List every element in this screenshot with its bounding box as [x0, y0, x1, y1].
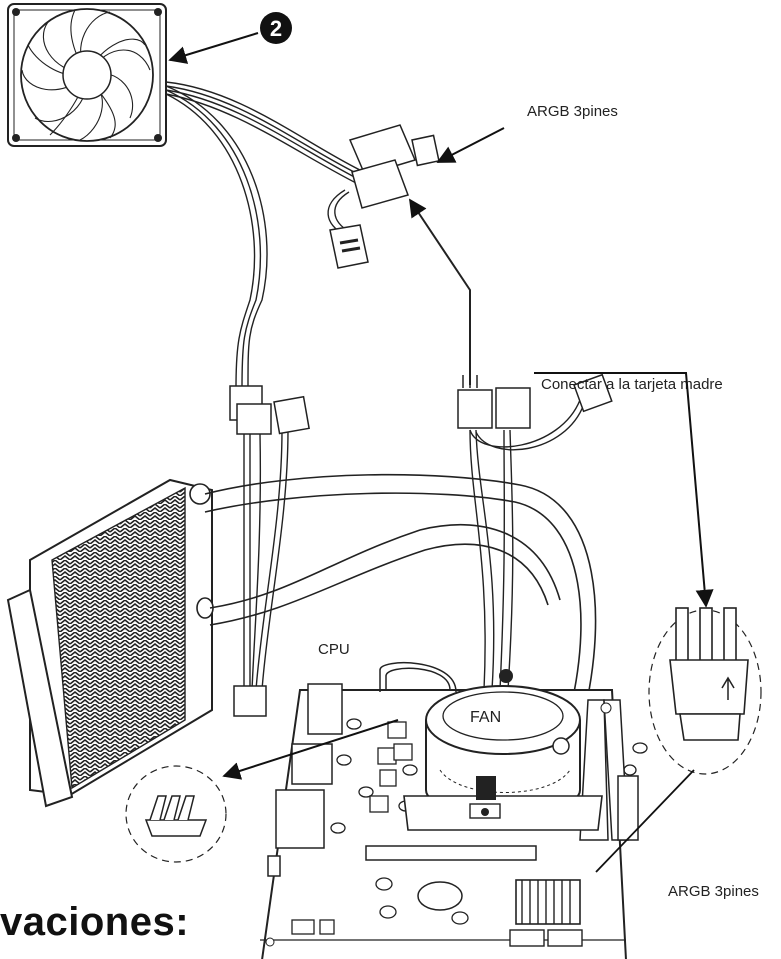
radiator: [6, 478, 214, 808]
radiator-fan-cables: [243, 429, 289, 691]
chipset-heatsink: [515, 879, 581, 925]
step-arrow: [168, 32, 259, 64]
step-number: 2: [270, 16, 282, 41]
pump-cables: [409, 198, 585, 691]
argb-bottom-label: ARGB 3pines: [668, 883, 759, 900]
radiator-fan-plug: [233, 685, 267, 717]
cpu-label: CPU: [318, 641, 350, 658]
cpu-fan-arrow: [222, 719, 399, 780]
argb-top-label: ARGB 3pines: [527, 103, 618, 120]
connect-arrow: [534, 372, 714, 608]
cpu-fan-header-detail: [125, 765, 227, 863]
argb-connector-bottom: [457, 373, 613, 429]
section-heading: vaciones:: [0, 900, 190, 944]
fan-extension-plug: [273, 395, 310, 435]
fan-4pin-connector: [229, 385, 272, 435]
step-number-badge: 2: [260, 12, 292, 44]
coolant-tubes: [204, 473, 597, 731]
connect-motherboard-label: Conectar a la tarjeta madre: [541, 376, 723, 393]
pump-block: [379, 662, 603, 831]
argb-header-detail: [648, 607, 762, 775]
argb-top-arrow: [436, 127, 505, 163]
argb-bottom-line: [595, 769, 695, 873]
fan-label: FAN: [470, 709, 501, 726]
argb-connector-top: [329, 124, 440, 269]
fan-unit: [7, 3, 167, 147]
